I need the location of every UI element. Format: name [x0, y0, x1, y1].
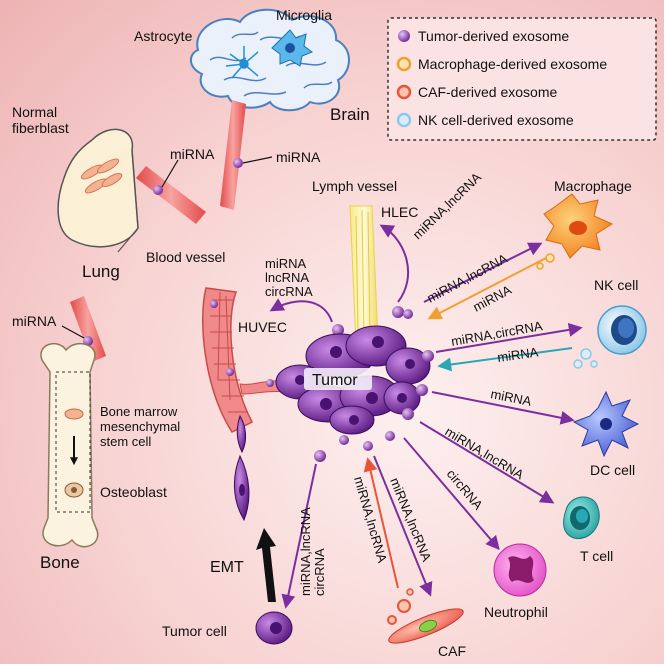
fibroblast-label-line1: Normal [12, 104, 57, 120]
dc-cell-label: DC cell [590, 462, 635, 478]
emt-arrow [256, 528, 276, 602]
osteoblast-label: Osteoblast [100, 484, 167, 500]
astrocyte-label: Astrocyte [134, 28, 193, 44]
nk-exosome-icon [396, 112, 412, 128]
emt-group: EMT [210, 414, 276, 602]
tumor-to-macrophage-arrow [423, 242, 543, 303]
neutrophil-label: Neutrophil [484, 604, 548, 620]
nk-cell-group: NK cell miRNA,circRNA miRNA [435, 277, 647, 372]
brain-vessel: miRNA [220, 100, 321, 210]
astrocyte-icon [225, 46, 259, 79]
brain-illustration: Astrocyte Microglia Brain [134, 7, 370, 124]
lymph-vessel: Lymph vessel HLEC miRNA,lncRNA [312, 169, 485, 345]
tumor-to-dc-arrow [431, 391, 575, 425]
macrophage-exosome-icon [396, 56, 412, 72]
caf-exosome-icon [396, 84, 412, 100]
tumor-cell-group: Tumor cell miRNA,lncRNA circRNA [162, 463, 327, 645]
huvec-vessel: HUVEC miRNA lncRNA circRNA [202, 256, 344, 433]
huvec-arrow [269, 298, 333, 323]
fibroblast-label-line2: fiberblast [12, 120, 69, 136]
caf-to-tumor-arrow [363, 457, 399, 589]
legend: Tumor-derived exosome Macrophage-derived… [387, 17, 657, 141]
brain-label: Brain [330, 105, 370, 124]
tumor-label: Tumor [312, 372, 358, 389]
lung-mirna-label: miRNA [170, 146, 215, 162]
bone-mirna-label: miRNA [12, 313, 57, 329]
tumor-to-tumor-cell-arrow [281, 463, 317, 609]
tumor-to-neutrophil-arrow [403, 437, 500, 551]
lung-exosome [153, 185, 163, 195]
neutrophil-cargo: circRNA [444, 466, 486, 512]
lung-vessel: miRNA [136, 146, 215, 224]
blood-vessel-label: Blood vessel [146, 249, 225, 265]
huvec-cargo-1: miRNA [265, 256, 306, 271]
tumor-mass: Tumor [275, 325, 431, 435]
tumor-to-t-cell-arrow [419, 421, 555, 504]
microglia-icon [271, 29, 314, 67]
emt-label: EMT [210, 559, 244, 576]
lung-illustration: Normal fiberblast Lung [12, 104, 139, 281]
nk-to-tumor-arrow [437, 347, 573, 372]
hlec-cargo: miRNA,lncRNA [410, 169, 485, 242]
nk-cell-label: NK cell [594, 277, 638, 293]
legend-box [387, 17, 657, 141]
caf-out-cargo: miRNA,lncRNA [387, 476, 434, 564]
tumor-to-nk-arrow [435, 322, 583, 353]
caf-in-cargo: miRNA,lncRNA [351, 475, 390, 565]
legend-label-caf: CAF-derived exosome [418, 84, 557, 100]
tumor-to-caf-arrow [373, 455, 433, 597]
nk-in-cargo: miRNA [496, 344, 539, 365]
tumor-cell-label: Tumor cell [162, 623, 227, 639]
bone-label: Bone [40, 553, 80, 572]
bone-marrow-label-line1: Bone marrow [100, 404, 178, 419]
tumor-exosomes [314, 309, 434, 462]
lymph-vessel-label: Lymph vessel [312, 178, 397, 194]
microglia-label: Microglia [276, 7, 332, 23]
macrophage-label: Macrophage [554, 178, 632, 194]
legend-label-tumor: Tumor-derived exosome [418, 28, 569, 44]
nk-out-cargo: miRNA,circRNA [450, 318, 544, 349]
bone-marrow-stem-cell-icon [64, 408, 84, 420]
huvec-cargo-2: lncRNA [265, 270, 309, 285]
tumor-cell-cargo-2: circRNA [312, 548, 327, 596]
tumor-cell-cargo-1: miRNA,lncRNA [298, 507, 313, 596]
caf-label: CAF [438, 643, 466, 659]
neutrophil-group: Neutrophil circRNA [403, 437, 548, 620]
tumor-exosome-icon [398, 30, 410, 42]
caf-group: CAF miRNA,lncRNA miRNA,lncRNA [351, 455, 466, 659]
normal-fibroblast-icon [80, 158, 123, 194]
legend-label-macrophage: Macrophage-derived exosome [418, 56, 607, 72]
huvec-label: HUVEC [238, 319, 287, 335]
t-cell-label: T cell [580, 548, 613, 564]
hlec-label: HLEC [381, 204, 418, 220]
macrophage-to-tumor-arrow [427, 257, 547, 320]
bone-marrow-label-line3: stem cell [100, 434, 151, 449]
huvec-cargo-3: circRNA [265, 284, 313, 299]
hlec-arrow [379, 224, 409, 303]
brain-mirna-label: miRNA [276, 149, 321, 165]
legend-label-nk: NK cell-derived exosome [418, 112, 574, 128]
bone-marrow-label-line2: mesenchymal [100, 419, 180, 434]
bone-illustration: miRNA Bone marrow mesenchymal stem cell … [12, 296, 180, 572]
lung-label: Lung [82, 262, 120, 281]
brain-exosome [233, 158, 243, 168]
bone-exosome [83, 336, 93, 346]
